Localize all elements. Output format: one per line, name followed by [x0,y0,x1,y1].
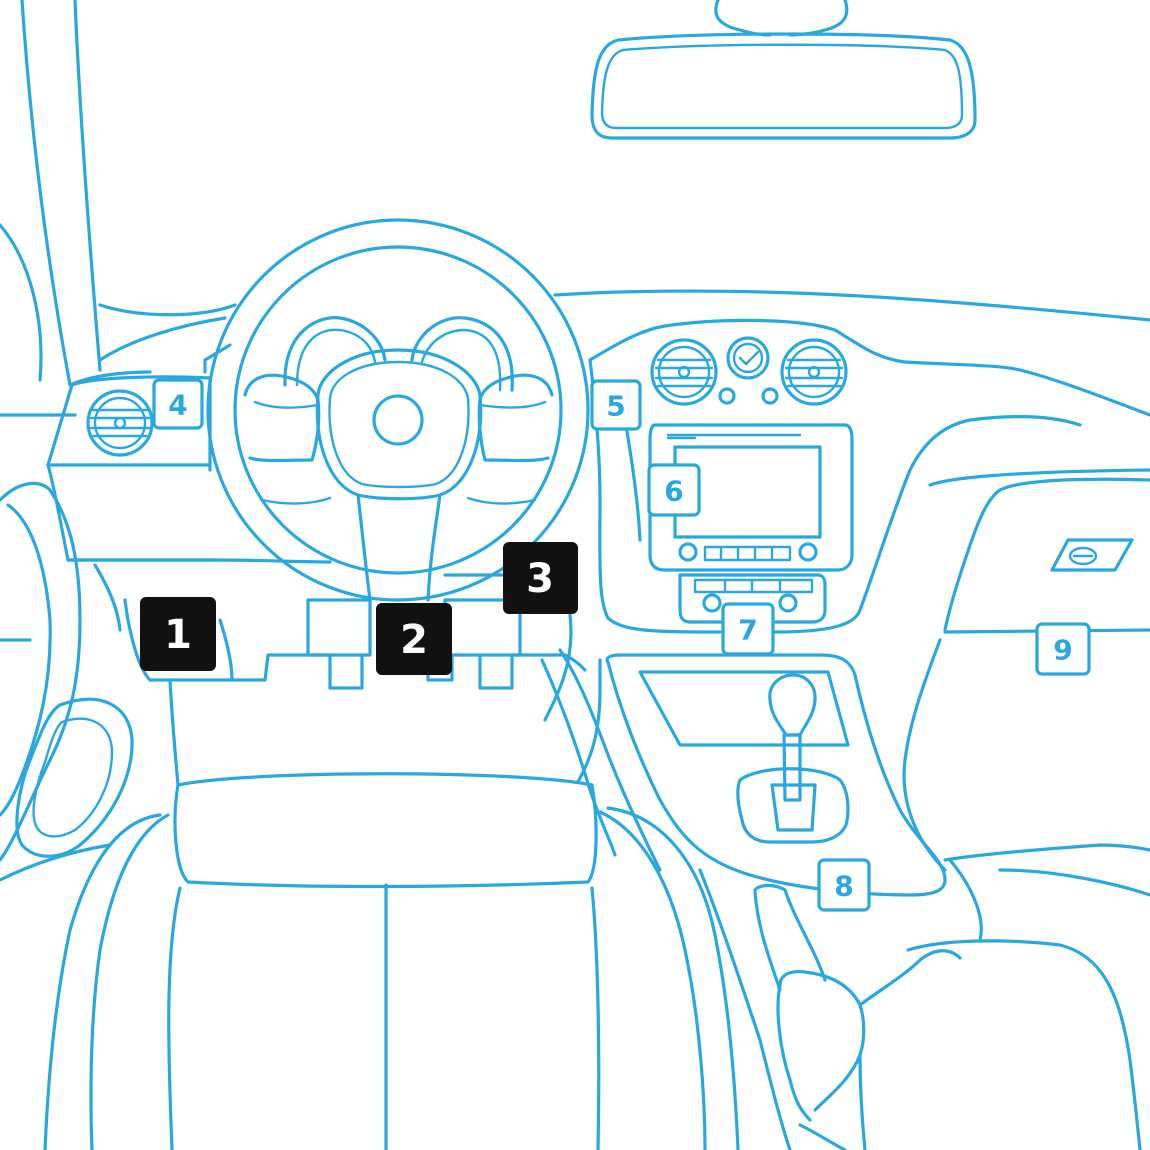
a-pillar-left [0,0,102,417]
marker-1: 1 [140,597,216,671]
center-vents-clock [650,336,848,406]
marker-2: 2 [376,603,452,675]
center-console [605,653,947,897]
marker-8-label: 8 [834,870,853,903]
center-stack [540,358,1082,872]
left-dash-block [46,375,217,562]
marker-9-label: 9 [1053,634,1072,667]
handbrake-and-hand [698,868,962,1150]
passenger-dash [902,468,1150,872]
marker-8: 8 [817,858,871,912]
steering-wheel [206,218,590,602]
marker-1-label: 1 [164,612,192,658]
marker-3: 3 [503,542,578,614]
marker-4: 4 [152,378,204,430]
left-door-panel [0,481,134,882]
marker-6-label: 6 [664,475,683,508]
marker-7-label: 7 [738,614,757,647]
marker-9: 9 [1035,622,1091,676]
passenger-seat [906,843,1150,1150]
marker-6: 6 [647,463,701,517]
driver-seat [43,658,740,1150]
lower-dash-pedals [66,378,587,722]
left-air-vent [86,389,154,457]
marker-5-label: 5 [606,390,625,423]
marker-3-label: 3 [526,556,554,602]
marker-7: 7 [721,602,775,656]
marker-5: 5 [590,379,642,431]
rear-view-mirror [590,0,977,140]
dashboard-top [68,289,1150,417]
marker-2-label: 2 [400,617,428,663]
marker-4-label: 4 [168,389,187,422]
